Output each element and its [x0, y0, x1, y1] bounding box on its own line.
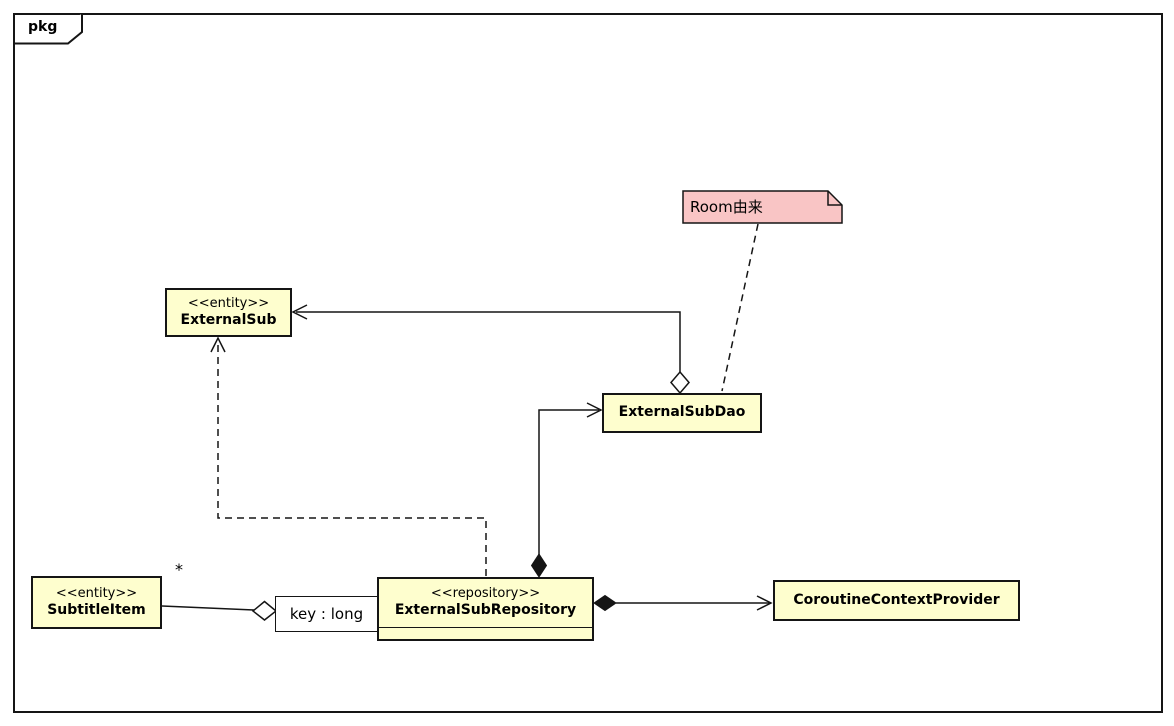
association-multiplicity-label: * — [175, 560, 183, 579]
note-text: Room由来 — [690, 198, 763, 216]
note-shape — [682, 190, 843, 224]
association-qualifier-label: key : long — [289, 605, 364, 623]
edge-repository-to-externalsub-dashed — [217, 340, 487, 576]
class-subtitle-item-stereotype: <<entity>> — [55, 585, 138, 601]
class-coroutine-context-provider-name: CoroutineContextProvider — [793, 591, 1000, 608]
open-diamond-at-qualifier — [251, 600, 278, 621]
class-external-sub-repository-title: <<repository>> ExternalSubRepository — [379, 579, 592, 627]
class-external-sub-dao: ExternalSubDao — [602, 393, 762, 433]
filled-diamond-at-repository-right — [593, 594, 617, 612]
class-subtitle-item: <<entity>> SubtitleItem — [31, 576, 162, 629]
association-qualifier-box: key : long — [275, 596, 378, 632]
open-arrowhead-at-externalsub-bottom — [210, 336, 226, 353]
package-frame-tab — [14, 14, 83, 45]
open-arrowhead-at-externalsub — [291, 304, 308, 320]
class-external-sub-name: ExternalSub — [180, 311, 277, 328]
class-external-sub-dao-name: ExternalSubDao — [618, 404, 746, 421]
open-arrowhead-at-externalsubdao — [586, 402, 603, 418]
edge-externalsubdao-to-externalsub — [296, 311, 681, 374]
class-subtitle-item-name: SubtitleItem — [47, 601, 146, 618]
filled-diamond-at-repository-top — [530, 553, 548, 578]
edge-subtitleitem-to-qualifier — [161, 605, 255, 611]
open-arrowhead-at-coroutinecontextprovider — [756, 595, 773, 611]
class-external-sub: <<entity>> ExternalSub — [165, 288, 292, 337]
open-diamond-at-externalsubdao — [670, 370, 690, 395]
package-tab-label: pkg — [28, 19, 58, 35]
edge-repository-to-externalsubdao — [538, 409, 599, 555]
class-external-sub-stereotype: <<entity>> — [187, 295, 270, 311]
class-external-sub-repository-name: ExternalSubRepository — [394, 602, 577, 619]
package-frame-border — [13, 13, 1163, 713]
class-external-sub-repository: <<repository>> ExternalSubRepository — [377, 577, 594, 641]
class-coroutine-context-provider: CoroutineContextProvider — [773, 580, 1020, 621]
class-external-sub-repository-stereotype: <<repository>> — [430, 586, 541, 602]
class-external-sub-repository-members-compartment — [379, 627, 592, 639]
edge-note-to-externalsubdao — [721, 223, 759, 392]
note-fold-icon — [827, 191, 842, 206]
